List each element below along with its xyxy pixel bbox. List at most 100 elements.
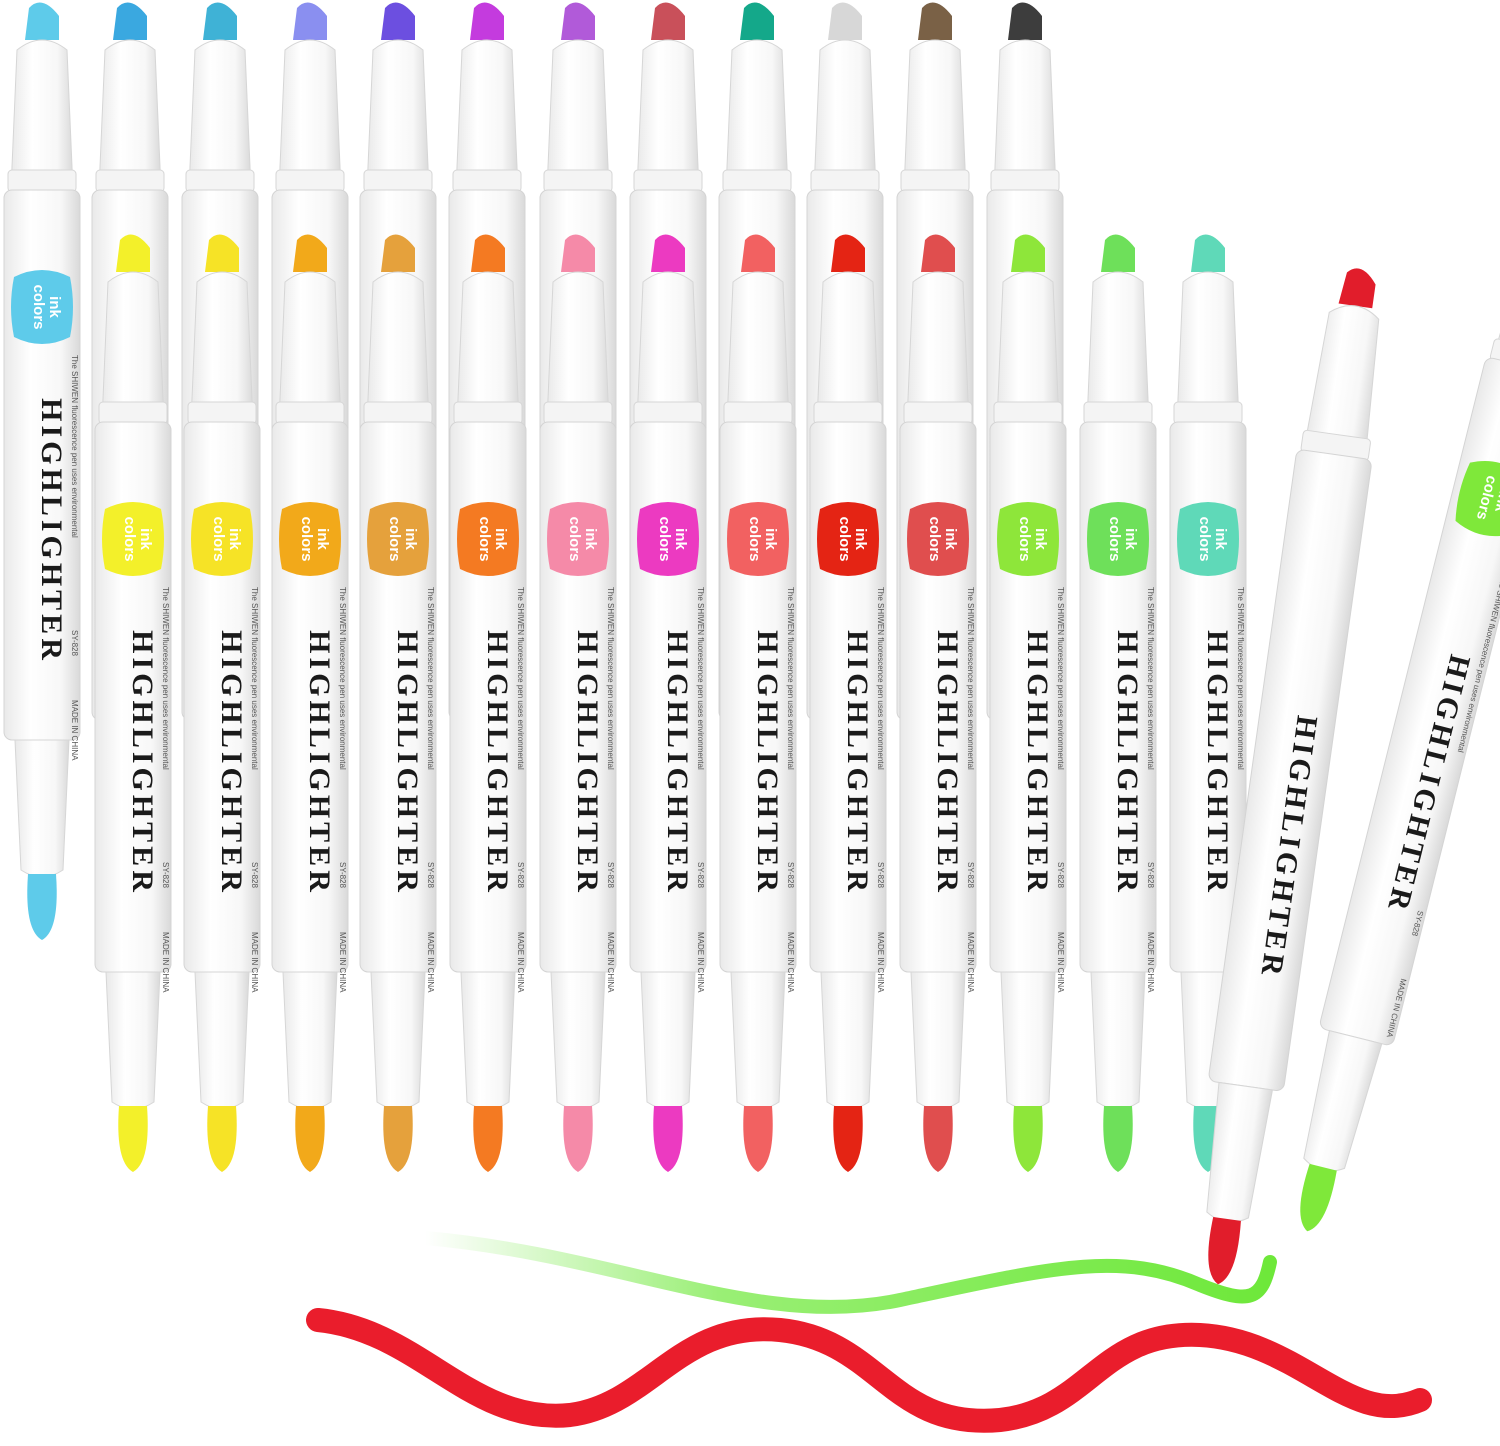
- badge-colors-text: colors: [836, 516, 853, 561]
- made-in-text: MADE IN CHINA: [876, 932, 885, 993]
- badge-ink-text: ink: [672, 528, 689, 550]
- chisel-tip: [470, 2, 504, 40]
- brand-text: HIGHLIGHTER: [35, 398, 68, 664]
- brand-text: HIGHLIGHTER: [751, 630, 784, 896]
- ink-colors-badge: [1087, 502, 1149, 576]
- cap-ring: [275, 401, 345, 425]
- chisel-tip: [116, 234, 150, 272]
- chisel-tip: [831, 234, 865, 272]
- ink-colors-badge: [817, 502, 879, 576]
- chisel-tip: [561, 234, 595, 272]
- ink-colors-badge: [11, 270, 73, 344]
- cap-ring: [633, 169, 703, 193]
- badge-colors-text: colors: [656, 516, 673, 561]
- badge-ink-text: ink: [1122, 528, 1139, 550]
- bullet-tip: [833, 1106, 863, 1172]
- fine-print: The SHIWEN fluorescence pen uses environ…: [696, 587, 705, 770]
- top-cap: [726, 271, 790, 423]
- ink-colors-badge: [727, 502, 789, 576]
- top-cap: [1086, 271, 1150, 423]
- fine-print: The SHIWEN fluorescence pen uses environ…: [70, 355, 79, 538]
- made-in-text: MADE IN CHINA: [1146, 932, 1155, 993]
- made-in-text: MADE IN CHINA: [606, 932, 615, 993]
- bullet-tip: [1103, 1106, 1133, 1172]
- made-in-text: MADE IN CHINA: [70, 700, 79, 761]
- made-in-text: MADE IN CHINA: [966, 932, 975, 993]
- badge-colors-text: colors: [298, 516, 315, 561]
- chisel-tip: [1011, 234, 1045, 272]
- model-number: SY-828: [1146, 862, 1155, 889]
- badge-colors-text: colors: [1196, 516, 1213, 561]
- bottom-cap: [1303, 1030, 1383, 1172]
- ink-colors-badge: [457, 502, 519, 576]
- top-cap: [903, 39, 967, 191]
- badge-ink-text: ink: [492, 528, 509, 550]
- brand-text: HIGHLIGHTER: [481, 630, 514, 896]
- made-in-text: MADE IN CHINA: [338, 932, 347, 993]
- brand-text: HIGHLIGHTER: [571, 630, 604, 896]
- brand-text: HIGHLIGHTER: [931, 630, 964, 896]
- fine-print: The SHIWEN fluorescence pen uses environ…: [1236, 587, 1245, 770]
- model-number: SY-828: [786, 862, 795, 889]
- cap-ring: [98, 401, 168, 425]
- top-cap: [455, 39, 519, 191]
- badge-ink-text: ink: [1491, 489, 1500, 515]
- top-cap: [456, 271, 520, 423]
- chisel-tip: [651, 234, 685, 272]
- model-number: SY-828: [338, 862, 347, 889]
- cap-ring: [990, 169, 1060, 193]
- bullet-tip: [207, 1106, 237, 1172]
- badge-ink-text: ink: [226, 528, 243, 550]
- fine-print: The SHIWEN fluorescence pen uses environ…: [161, 587, 170, 770]
- red-pen: HIGHLIGHTER: [1206, 268, 1380, 1285]
- chisel-tip: [918, 2, 952, 40]
- bullet-tip: [473, 1106, 503, 1172]
- model-number: SY-828: [250, 862, 259, 889]
- bottom-cap: [14, 739, 70, 878]
- cap-ring: [722, 169, 792, 193]
- chisel-tip: [471, 234, 505, 272]
- model-number: SY-828: [516, 862, 525, 889]
- fine-print: The SHIWEN fluorescence pen uses environ…: [250, 587, 259, 770]
- top-cap: [278, 271, 342, 423]
- top-cap: [101, 271, 165, 423]
- top-cap: [906, 271, 970, 423]
- cap-ring: [633, 401, 703, 425]
- top-cap: [1303, 305, 1380, 460]
- bullet-tip: [1013, 1106, 1043, 1172]
- badge-ink-text: ink: [942, 528, 959, 550]
- made-in-text: MADE IN CHINA: [516, 932, 525, 993]
- bottom-cap: [194, 971, 250, 1110]
- top-cap: [190, 271, 254, 423]
- top-cap: [1176, 271, 1240, 423]
- bullet-tip: [118, 1106, 148, 1172]
- chisel-tip: [205, 234, 239, 272]
- top-cap: [98, 39, 162, 191]
- top-cap: [996, 271, 1060, 423]
- bullet-tip: [743, 1106, 773, 1172]
- crossed-pen-red: HIGHLIGHTER: [1206, 268, 1380, 1285]
- cap-ring: [363, 401, 433, 425]
- chisel-tip: [293, 234, 327, 272]
- bottom-cap: [460, 971, 516, 1110]
- ink-colors-badge: [102, 502, 164, 576]
- badge-colors-text: colors: [121, 516, 138, 561]
- top-cap: [636, 271, 700, 423]
- badge-ink-text: ink: [852, 528, 869, 550]
- brand-text: HIGHLIGHTER: [1201, 630, 1234, 896]
- bottom-cap: [730, 971, 786, 1110]
- cap-ring: [903, 401, 973, 425]
- bottom-cap: [640, 971, 696, 1110]
- bullet-tip: [295, 1106, 325, 1172]
- cap-ring: [453, 401, 523, 425]
- chisel-tip: [921, 234, 955, 272]
- red-ink-stroke: [306, 1308, 1432, 1433]
- bottom-cap: [1000, 971, 1056, 1110]
